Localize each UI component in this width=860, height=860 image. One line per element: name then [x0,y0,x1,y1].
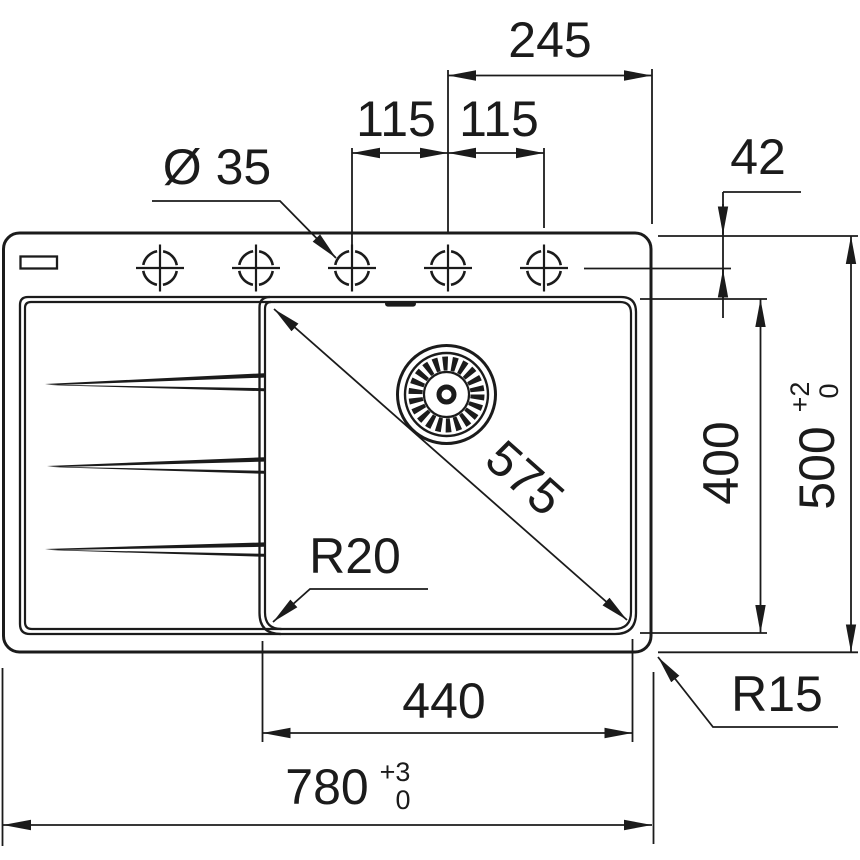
dim-label-r15: R15 [731,666,823,722]
drain-strainer [396,344,497,445]
leader-r20 [272,588,428,623]
groove-2-top [47,457,264,467]
overflow-slot [385,301,416,307]
dim-label-42: 42 [730,129,786,185]
dim-label-780-tol-plus: +3 [380,757,411,787]
recess-outer-line [18,295,638,636]
tap-hole-marker [520,244,568,292]
dim-label-780-tol-minus: 0 [395,785,410,815]
drain-center-hole [436,384,457,405]
drain-inner-ring [422,370,471,419]
groove-1-top [45,373,264,385]
dim-label-780: 780 [285,759,368,815]
tap-hole-marker [424,244,472,292]
recess-inner-line [23,300,633,631]
groove-2-bottom [47,466,264,474]
dim-label-hole-diameter: Ø 35 [163,139,271,195]
dim-label-245: 245 [508,12,591,68]
groove-3-bottom [45,549,264,557]
bowl-left-wall-outer [258,295,282,636]
dim-label-575: 575 [475,429,575,526]
dim-label-500: 500 [789,426,845,509]
leader-hole-diameter [152,200,337,259]
dim-label-115-right: 115 [459,91,539,147]
dim-label-440: 440 [402,673,485,729]
dim-label-r20: R20 [309,528,401,584]
logo-rectangle [19,255,59,270]
dim-line-575-diagonal [273,308,628,621]
tap-holes [136,244,568,292]
bowl-left-wall-inner [263,300,282,631]
groove-3-top [45,542,264,550]
groove-1-bottom [45,384,264,392]
tap-hole-marker [232,244,280,292]
drainer-grooves [45,373,264,557]
tap-hole-marker [328,244,376,292]
dim-label-500-tol-minus: 0 [814,383,844,398]
dim-label-115-left: 115 [356,91,436,147]
tap-hole-marker [136,244,184,292]
dim-label-400: 400 [693,421,749,504]
sink-outer-edge [2,231,653,654]
leader-r15 [657,656,838,728]
dim-label-500-tol-plus: +2 [785,382,815,413]
dimension-lines [3,70,857,831]
